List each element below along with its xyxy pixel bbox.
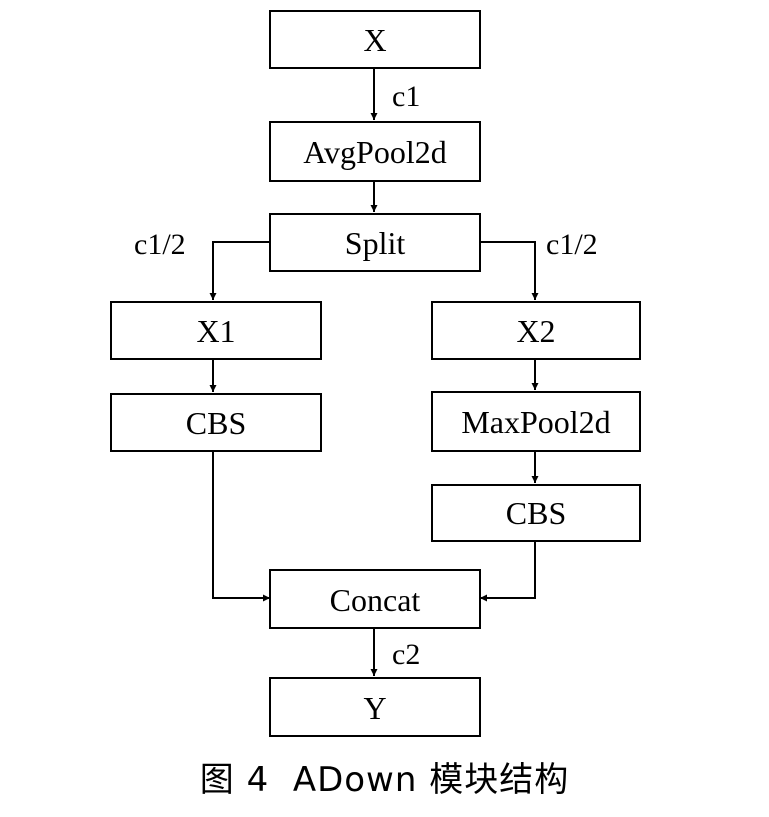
edges xyxy=(209,68,539,676)
node-avgpool: AvgPool2d xyxy=(269,121,481,182)
node-maxpool-label: MaxPool2d xyxy=(461,404,610,440)
node-x1-label: X1 xyxy=(196,313,235,349)
node-cbs-right: CBS xyxy=(431,484,641,542)
node-y: Y xyxy=(269,677,481,737)
edge-label-split-left: c1/2 xyxy=(134,228,186,261)
node-x2-label: X2 xyxy=(516,313,555,349)
node-split: Split xyxy=(269,213,481,272)
edge-split-x2 xyxy=(480,241,539,300)
edge-cbs-left-concat xyxy=(212,451,270,602)
edge-label-split-right: c1/2 xyxy=(546,228,598,261)
node-avgpool-label: AvgPool2d xyxy=(303,134,446,170)
edge-cbs-right-concat xyxy=(480,541,536,602)
edge-label-c2: c2 xyxy=(392,638,420,671)
node-cbs-left-label: CBS xyxy=(186,405,246,441)
node-x-label: X xyxy=(363,22,386,58)
edge-labels: c1 c1/2 c1/2 c2 xyxy=(134,80,598,671)
edge-split-x1 xyxy=(209,241,270,300)
figure-caption: 图 4 ADown 模块结构 xyxy=(199,760,570,800)
node-y-label: Y xyxy=(363,690,386,726)
node-x1: X1 xyxy=(110,301,322,360)
node-maxpool: MaxPool2d xyxy=(431,391,641,452)
node-split-label: Split xyxy=(345,225,406,261)
node-x: X xyxy=(269,10,481,69)
node-cbs-right-label: CBS xyxy=(506,495,566,531)
node-concat-label: Concat xyxy=(330,582,421,618)
node-cbs-left: CBS xyxy=(110,393,322,452)
node-concat: Concat xyxy=(269,569,481,629)
node-x2: X2 xyxy=(431,301,641,360)
edge-label-c1: c1 xyxy=(392,80,420,113)
